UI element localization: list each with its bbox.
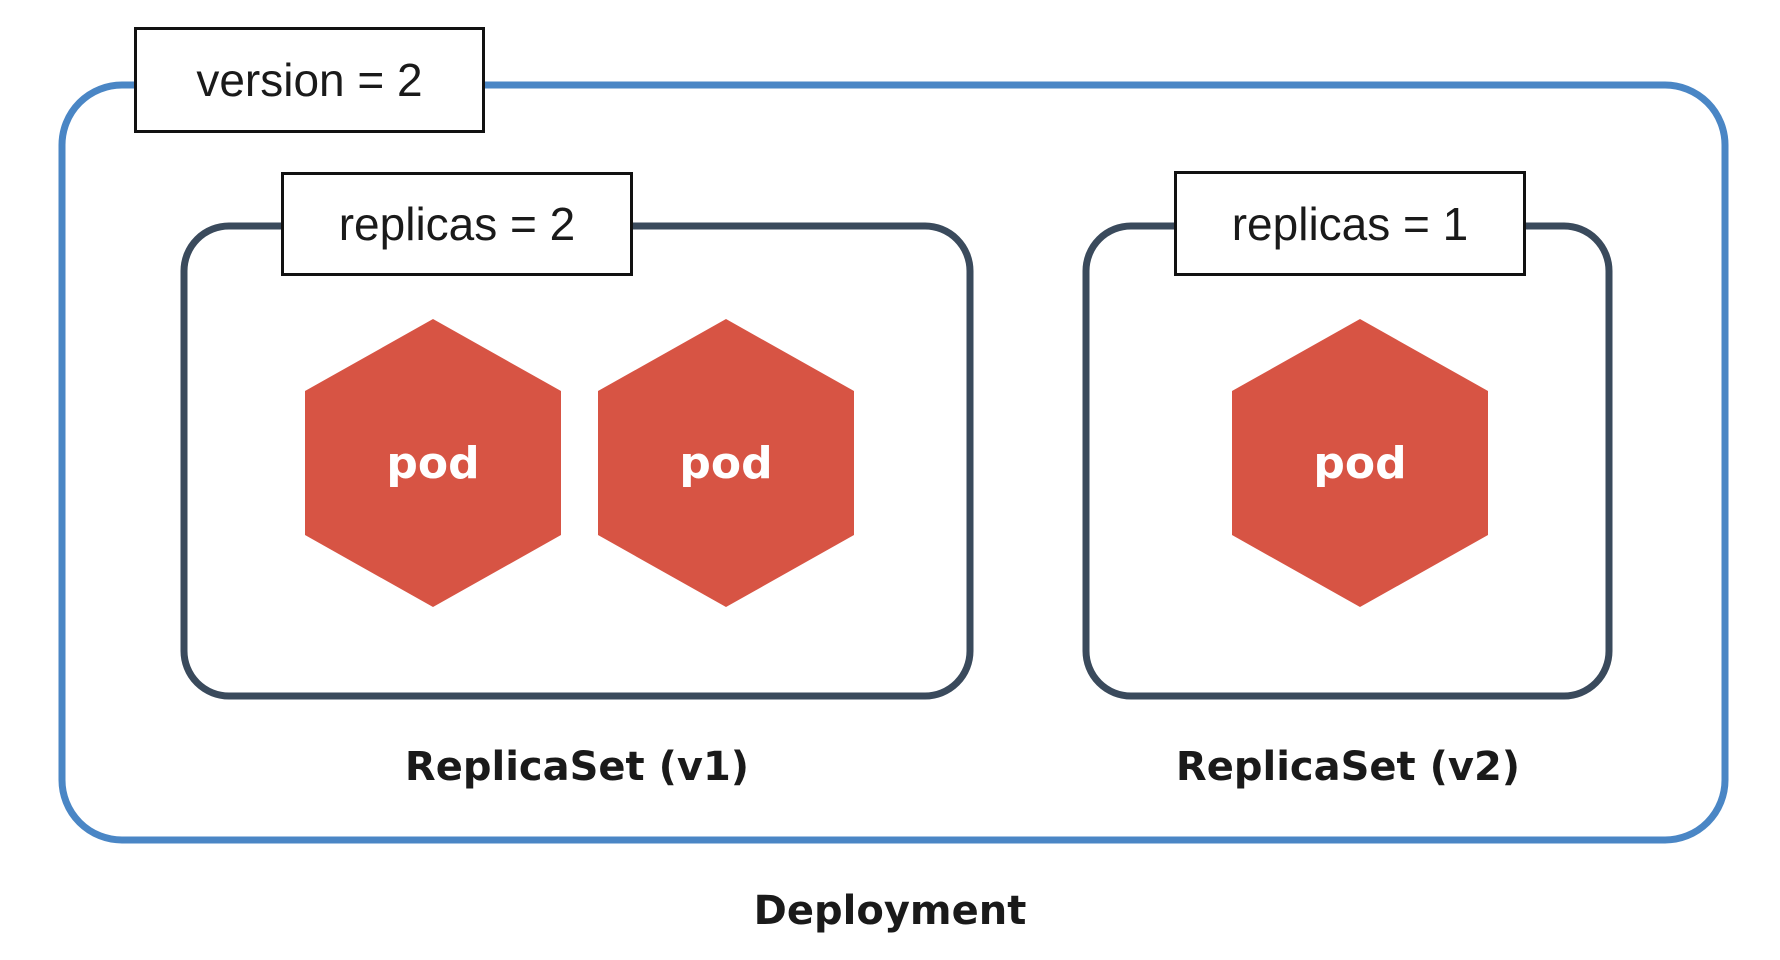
pod-label: pod: [386, 437, 480, 489]
pod-hexagon: pod: [305, 319, 561, 607]
replicaset-v1-caption: ReplicaSet (v1): [404, 744, 750, 790]
pod-label: pod: [679, 437, 773, 489]
pod-hexagon-shape: [598, 319, 854, 607]
deployment-version-label: version = 2: [134, 27, 485, 133]
pod-hexagon: pod: [598, 319, 854, 607]
pod-label: pod: [1313, 437, 1407, 489]
replicaset-v1-replicas-text: replicas = 2: [338, 198, 576, 250]
deployment-version-text: version = 2: [196, 54, 423, 106]
replicaset-v2-caption: ReplicaSet (v2): [1175, 744, 1521, 790]
replicaset-v2-replicas-label: replicas = 1: [1174, 171, 1526, 276]
deployment-caption: Deployment: [753, 888, 1027, 934]
replicaset-v2-replicas-text: replicas = 1: [1231, 197, 1469, 250]
pod-hexagon-shape: [1232, 319, 1488, 607]
replicaset-v1-replicas-label: replicas = 2: [281, 172, 633, 276]
pod-hexagon-shape: [305, 319, 561, 607]
deployment-frame: [58, 81, 1729, 844]
pod-hexagon: pod: [1232, 319, 1488, 607]
